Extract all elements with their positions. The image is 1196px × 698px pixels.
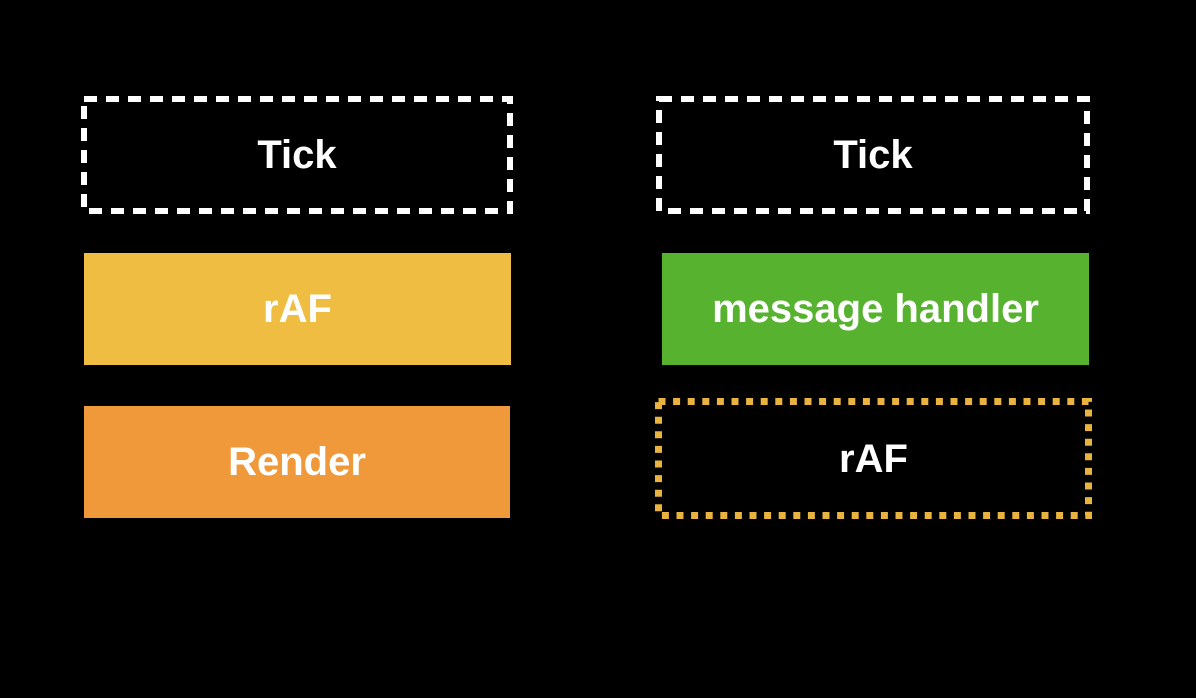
raf-box-left: rAF [84, 253, 511, 365]
tick-label-left: Tick [257, 133, 337, 177]
raf-label-right: rAF [839, 436, 908, 481]
tick-label-right: Tick [833, 133, 913, 177]
tick-box-left: Tick [81, 96, 513, 214]
raf-box-right-dotted: rAF [655, 398, 1092, 519]
message-handler-box: message handler [662, 253, 1089, 365]
tick-box-right: Tick [656, 96, 1090, 214]
render-label: Render [228, 440, 366, 484]
dashed-border [81, 96, 513, 214]
dashed-border [656, 96, 1090, 214]
message-handler-label: message handler [712, 287, 1039, 331]
render-box: Render [84, 406, 510, 518]
dotted-border [655, 398, 1092, 519]
raf-label-left: rAF [263, 287, 332, 331]
